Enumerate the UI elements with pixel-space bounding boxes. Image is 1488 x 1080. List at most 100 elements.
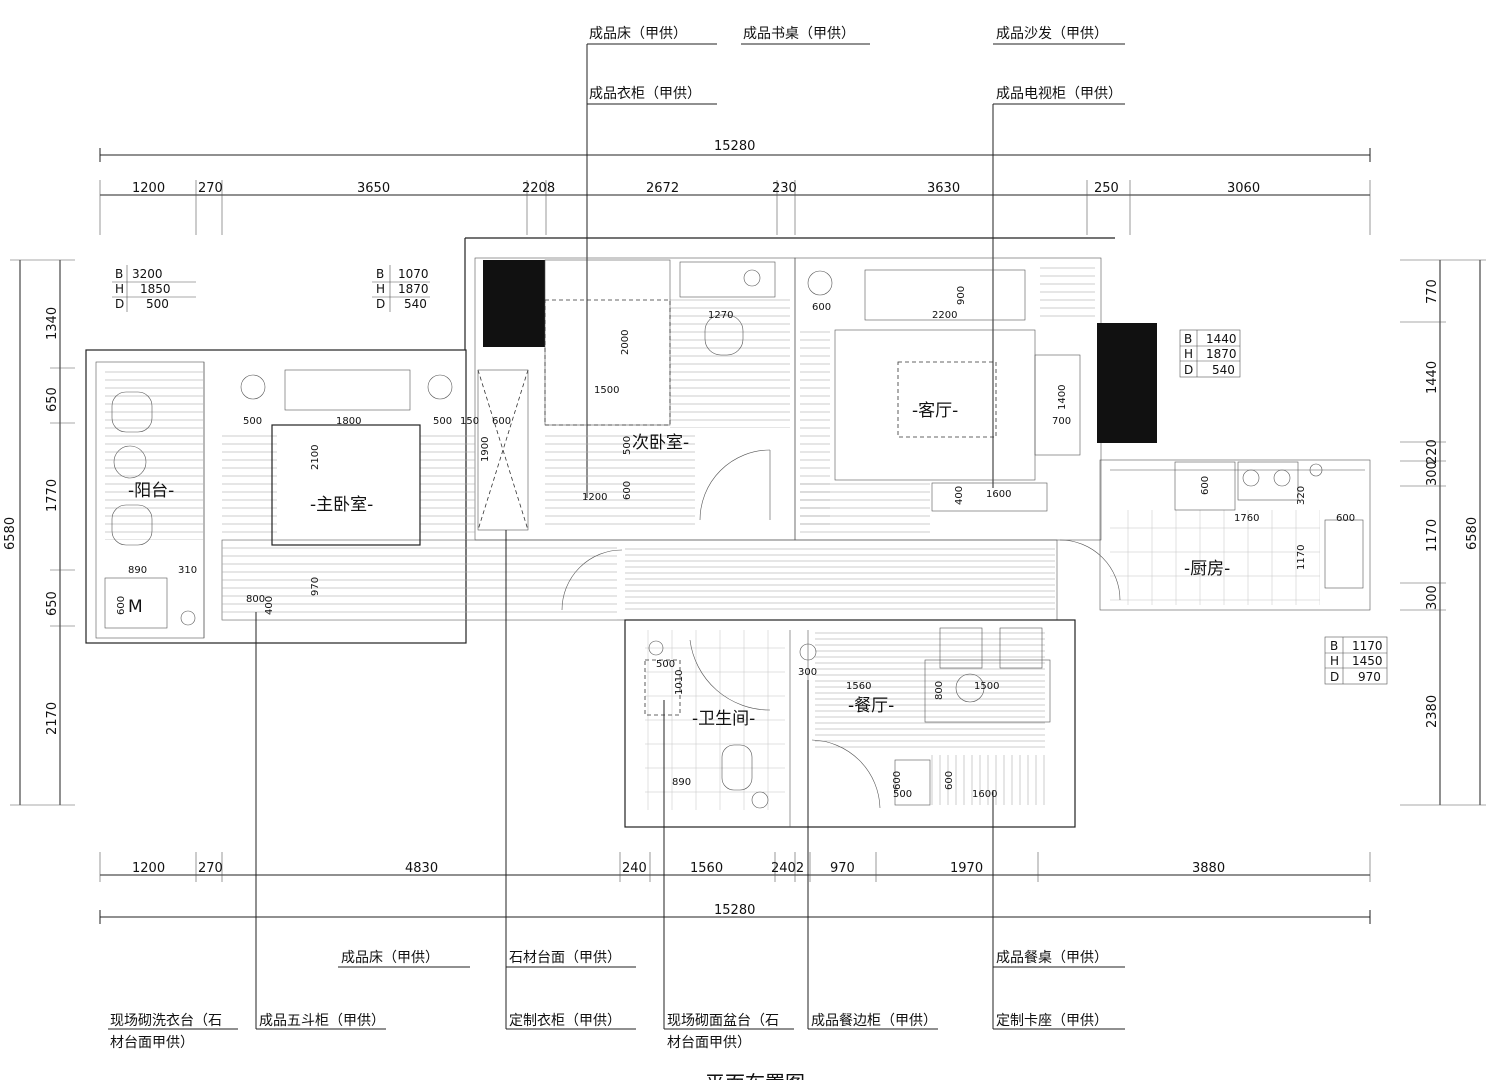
fdim-1270: 1270 — [708, 310, 733, 321]
tbl3-h-label: H — [1184, 347, 1193, 361]
dim-left-5: 2170 — [45, 702, 60, 735]
tbl3-d-value: 540 — [1212, 363, 1235, 377]
floor-hatching — [105, 262, 1320, 810]
fdim-500-e: 500 — [893, 789, 912, 800]
callout-bed-bottom: 成品床（甲供） — [341, 950, 439, 966]
callout-wardrobe: 成品衣柜（甲供） — [589, 86, 701, 102]
fdim-1500-b: 1500 — [974, 681, 999, 692]
tbl2-d-value: 540 — [404, 297, 427, 311]
fdim-1500: 1500 — [594, 385, 619, 396]
dim-top-4: 2208 — [522, 181, 555, 196]
callout-booth-seat: 定制卡座（甲供） — [996, 1013, 1108, 1029]
fdim-320: 320 — [1296, 486, 1307, 505]
tbl1-b-value: 3200 — [132, 267, 163, 281]
fdim-800-a: 800 — [246, 594, 265, 605]
fdim-500-a: 500 — [243, 416, 262, 427]
dim-top-total: 15280 — [714, 139, 755, 154]
fdim-1010: 1010 — [674, 670, 685, 695]
dim-right-2: 1440 — [1425, 361, 1440, 394]
callout-bed-top: 成品床（甲供） — [589, 26, 687, 42]
dim-bottom-4: 240 — [622, 861, 647, 876]
dim-bottom-total: 15280 — [714, 903, 755, 918]
dim-top-9: 3060 — [1227, 181, 1260, 196]
tbl3-b-value: 1440 — [1206, 332, 1237, 346]
fdim-400-a: 400 — [954, 486, 965, 505]
callout-dining-table: 成品餐桌（甲供） — [996, 950, 1108, 966]
fdim-1200: 1200 — [582, 492, 607, 503]
fdim-400-b: 400 — [264, 596, 275, 615]
dim-bottom-7: 970 — [830, 861, 855, 876]
fdim-150: 150 — [460, 416, 479, 427]
fdim-1560: 1560 — [846, 681, 871, 692]
dim-bottom-3: 4830 — [405, 861, 438, 876]
fdim-500-c: 500 — [622, 436, 633, 455]
dim-left-4: 650 — [45, 591, 60, 616]
fdim-1800: 1800 — [336, 416, 361, 427]
tbl4-d-value: 970 — [1358, 670, 1381, 684]
dim-left-2: 650 — [45, 387, 60, 412]
fdim-2200: 2200 — [932, 310, 957, 321]
callout-laundry-2: 材台面甲供） — [110, 1035, 194, 1051]
fdim-800-b: 800 — [934, 681, 945, 700]
fdim-890-a: 890 — [128, 565, 147, 576]
drawing-title: 平面布置图 — [705, 1071, 805, 1080]
tbl1-h-value: 1850 — [140, 282, 171, 296]
tbl3-b-label: B — [1184, 332, 1192, 346]
dim-right-5: 1170 — [1425, 519, 1440, 552]
fdim-1600-a: 1600 — [986, 489, 1011, 500]
room-dining: -餐厅- — [848, 696, 894, 716]
left-dimension-chain: 1340 650 1770 650 2170 6580 — [3, 259, 75, 806]
dim-top-7: 3630 — [927, 181, 960, 196]
spec-table-1: B 3200 H 1850 D 500 — [112, 265, 196, 312]
dim-bottom-8: 1970 — [950, 861, 983, 876]
dim-left-1: 1340 — [45, 307, 60, 340]
fdim-700: 700 — [1052, 416, 1071, 427]
dim-top-5: 2672 — [646, 181, 679, 196]
washing-machine-mark: M — [128, 597, 143, 617]
dim-bottom-6: 2402 — [771, 861, 804, 876]
tbl1-b-label: B — [115, 267, 123, 281]
tbl2-b-label: B — [376, 267, 384, 281]
callout-stone-countertop: 石材台面（甲供） — [509, 950, 621, 966]
tbl2-d-label: D — [376, 297, 385, 311]
dim-top-8: 250 — [1094, 181, 1119, 196]
right-dimension-chain: 770 1440 220 300 1170 300 2380 6580 — [1400, 259, 1486, 806]
top-callouts: 成品床（甲供） 成品书桌（甲供） 成品沙发（甲供） 成品衣柜（甲供） 成品电视柜… — [586, 26, 1125, 498]
fdim-300: 300 — [798, 667, 817, 678]
dim-right-3: 220 — [1425, 439, 1440, 464]
room-balcony: -阳台- — [128, 481, 174, 501]
dim-right-total: 6580 — [1465, 517, 1480, 550]
fdim-2100: 2100 — [310, 445, 321, 470]
callout-sideboard: 成品餐边柜（甲供） — [811, 1013, 937, 1029]
room-kitchen: -厨房- — [1184, 559, 1230, 579]
dim-left-3: 1770 — [45, 479, 60, 512]
tbl3-d-label: D — [1184, 363, 1193, 377]
tbl4-h-label: H — [1330, 654, 1339, 668]
tbl2-h-label: H — [376, 282, 385, 296]
walls — [85, 237, 1371, 828]
fdim-1170: 1170 — [1296, 545, 1307, 570]
room-master-bedroom: -主卧室- — [310, 495, 373, 515]
fdim-1400: 1400 — [1057, 385, 1068, 410]
fdim-600-h: 600 — [944, 771, 955, 790]
doors — [561, 449, 1121, 809]
callout-basin-1: 现场砌面盆台（石 — [667, 1013, 779, 1029]
room-bathroom: -卫生间- — [692, 709, 755, 729]
tbl4-d-label: D — [1330, 670, 1339, 684]
tbl3-h-value: 1870 — [1206, 347, 1237, 361]
fdim-600-b: 600 — [492, 416, 511, 427]
fdim-600-c: 600 — [622, 481, 633, 500]
tbl4-h-value: 1450 — [1352, 654, 1383, 668]
dim-right-1: 770 — [1425, 279, 1440, 304]
bottom-callouts: 成品床（甲供） 石材台面（甲供） 成品餐桌（甲供） 现场砌洗衣台（石 材台面甲供… — [108, 530, 1125, 1051]
callout-custom-wardrobe: 定制衣柜（甲供） — [509, 1013, 621, 1029]
dim-right-6: 300 — [1425, 585, 1440, 610]
spec-table-4: B 1170 H 1450 D 970 — [1324, 636, 1388, 685]
tbl4-b-label: B — [1330, 639, 1338, 653]
fdim-890-b: 890 — [672, 777, 691, 788]
callout-tv-cabinet: 成品电视柜（甲供） — [996, 86, 1122, 102]
callout-basin-2: 材台面甲供） — [667, 1035, 751, 1051]
fdim-2000: 2000 — [620, 330, 631, 355]
furniture-dimensions: 1270 600 900 2200 2000 1500 500 1800 500… — [116, 286, 1355, 800]
